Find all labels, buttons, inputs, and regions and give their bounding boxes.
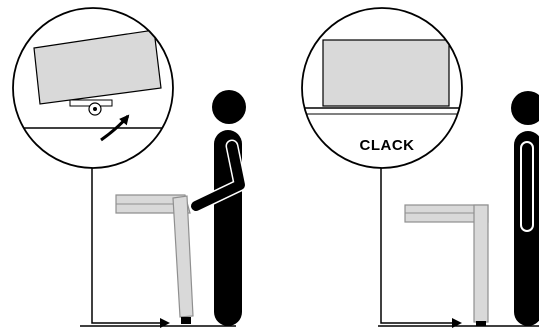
detail-callout-right: CLACK [301,7,463,169]
guide-line-left [91,168,170,328]
tilted-panel [33,29,162,105]
seated-panel [322,39,450,107]
table-leg-left [172,195,194,318]
curved-arrow-icon [100,114,130,142]
left-scene [12,7,247,328]
clack-label: CLACK [360,137,415,154]
person-figure-left [189,90,247,326]
person-figure-right [511,91,539,326]
detail-callout-left [12,7,174,169]
guide-line-right [380,168,462,328]
table-leg-right [473,204,489,323]
right-scene: CLACK [301,7,539,328]
